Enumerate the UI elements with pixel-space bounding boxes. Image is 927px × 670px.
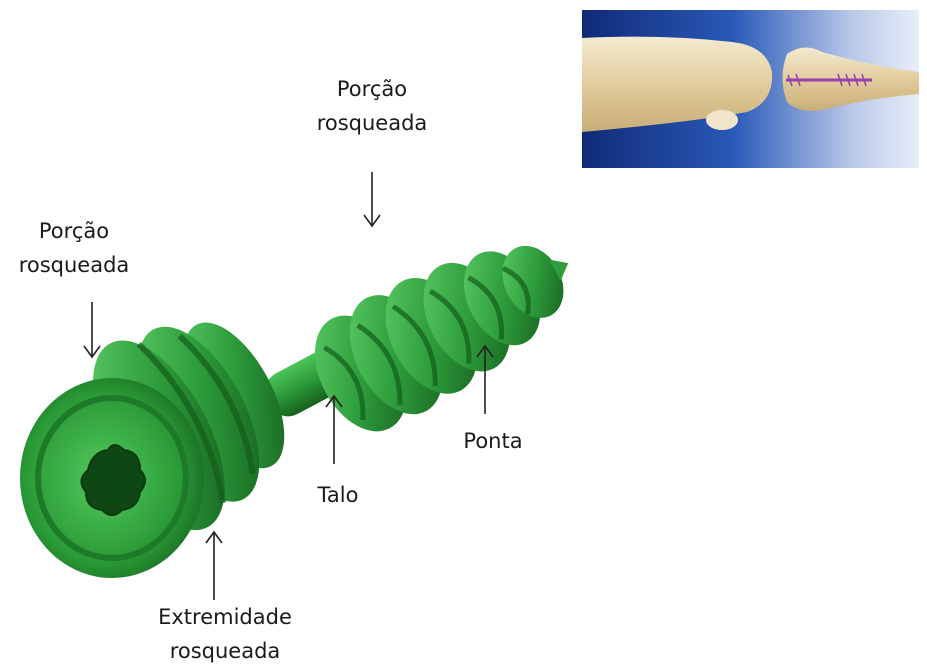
label-shaft: Talo bbox=[298, 478, 378, 512]
label-head-line1: Extremidade bbox=[140, 600, 310, 634]
sesamoid-bone bbox=[706, 110, 738, 130]
label-left-thread-line2: rosqueada bbox=[10, 248, 138, 282]
screw-head bbox=[20, 378, 204, 578]
label-head: Extremidade rosqueada bbox=[140, 600, 310, 668]
arrow-left-thread bbox=[80, 300, 104, 360]
arrow-head bbox=[202, 530, 226, 602]
arrow-tip bbox=[473, 344, 497, 416]
label-head-line2: rosqueada bbox=[140, 634, 310, 668]
label-top-thread-line1: Porção bbox=[312, 72, 432, 106]
finger-joint-inset bbox=[582, 10, 919, 168]
label-shaft-text: Talo bbox=[298, 478, 378, 512]
label-top-thread-line2: rosqueada bbox=[312, 106, 432, 140]
label-left-thread: Porção rosqueada bbox=[10, 214, 138, 282]
label-top-thread: Porção rosqueada bbox=[312, 72, 432, 140]
label-tip-text: Ponta bbox=[448, 424, 538, 458]
arrow-shaft bbox=[322, 394, 346, 466]
arrow-top-thread bbox=[360, 170, 384, 230]
label-left-thread-line1: Porção bbox=[10, 214, 138, 248]
label-tip: Ponta bbox=[448, 424, 538, 458]
